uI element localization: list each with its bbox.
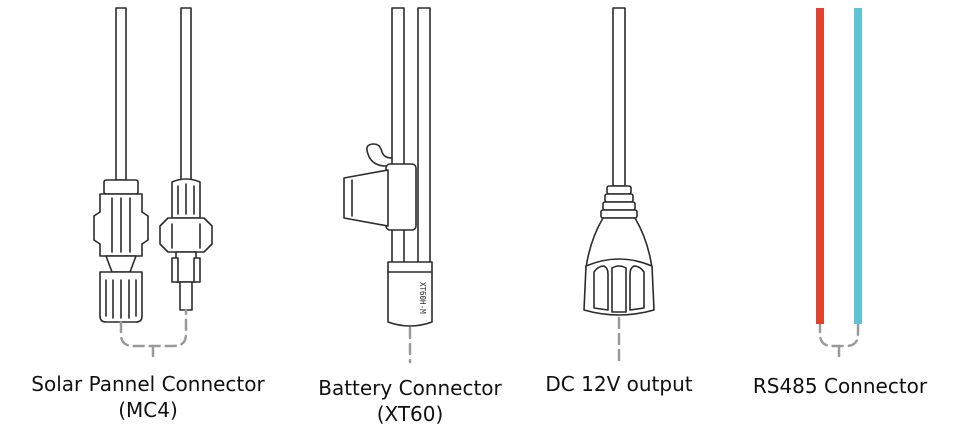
mc4-right-cable bbox=[180, 7, 192, 181]
dc-output-label-block: DC 12V output bbox=[530, 371, 708, 397]
xt60-sublabel: (XT60) bbox=[376, 402, 444, 426]
leader-lines bbox=[119, 308, 860, 364]
fuse-holder bbox=[343, 143, 417, 231]
outline-group: XT60H-M bbox=[93, 7, 860, 364]
dc-output-label: DC 12V output bbox=[545, 372, 693, 396]
mc4-sublabel: (MC4) bbox=[118, 398, 178, 422]
mc4-male-housing bbox=[159, 178, 213, 311]
rs485-label-block: RS485 Connector bbox=[738, 373, 942, 399]
xt60-connector: XT60H-M bbox=[343, 7, 433, 327]
xt60-label-block: Battery Connector (XT60) bbox=[296, 375, 524, 427]
xt60-cable-right bbox=[417, 7, 431, 271]
strain-relief bbox=[600, 185, 638, 219]
dc-output-connector bbox=[583, 7, 655, 316]
mc4-female-housing bbox=[93, 179, 149, 323]
xt60-plug-body bbox=[387, 261, 433, 327]
mc4-connector-pair bbox=[93, 7, 213, 323]
dc-output-nut bbox=[583, 258, 655, 316]
mc4-left-cable bbox=[115, 7, 127, 181]
rs485-blue-wire bbox=[854, 8, 862, 324]
rs485-label: RS485 Connector bbox=[752, 374, 928, 398]
rs485-leader-bracket bbox=[818, 320, 860, 348]
mc4-label: Solar Pannel Connector bbox=[31, 372, 265, 396]
xt60-label: Battery Connector bbox=[318, 376, 502, 400]
rs485-red-wire bbox=[816, 8, 824, 324]
mc4-label-block: Solar Pannel Connector (MC4) bbox=[14, 371, 282, 423]
dc-output-cable bbox=[612, 7, 626, 187]
xt60-part-marking: XT60H-M bbox=[418, 282, 427, 314]
